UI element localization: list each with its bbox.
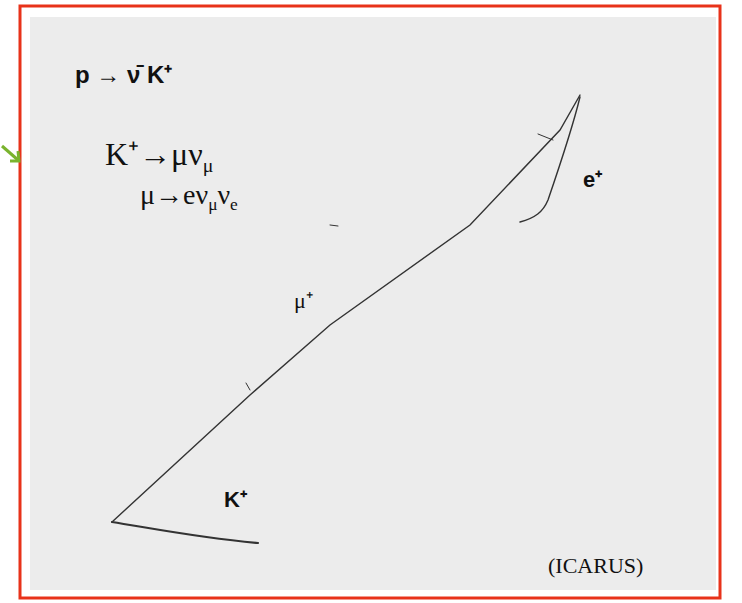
pointer-arrow <box>2 146 19 161</box>
noise-mark <box>330 225 338 226</box>
positron-track <box>520 97 580 222</box>
delta-ray <box>538 134 553 140</box>
chamber-image <box>30 17 716 590</box>
decay-equation: μ→eνμνe <box>140 180 238 211</box>
subscript: μ <box>203 154 214 176</box>
track-label: K⁺ <box>224 488 247 512</box>
frame <box>20 6 720 598</box>
subscript: μ <box>208 195 217 214</box>
subscript: e <box>230 195 238 214</box>
source-note: (ICARUS) <box>548 554 643 578</box>
track-label: μ⁺ <box>294 289 313 313</box>
track-label: e⁺ <box>583 168 602 192</box>
decay-equation: p → ν̄ K⁺ <box>75 62 172 88</box>
noise-mark <box>246 383 250 390</box>
decay-equation: K⁺→μνμ <box>105 137 213 172</box>
kaon-track <box>112 522 258 543</box>
